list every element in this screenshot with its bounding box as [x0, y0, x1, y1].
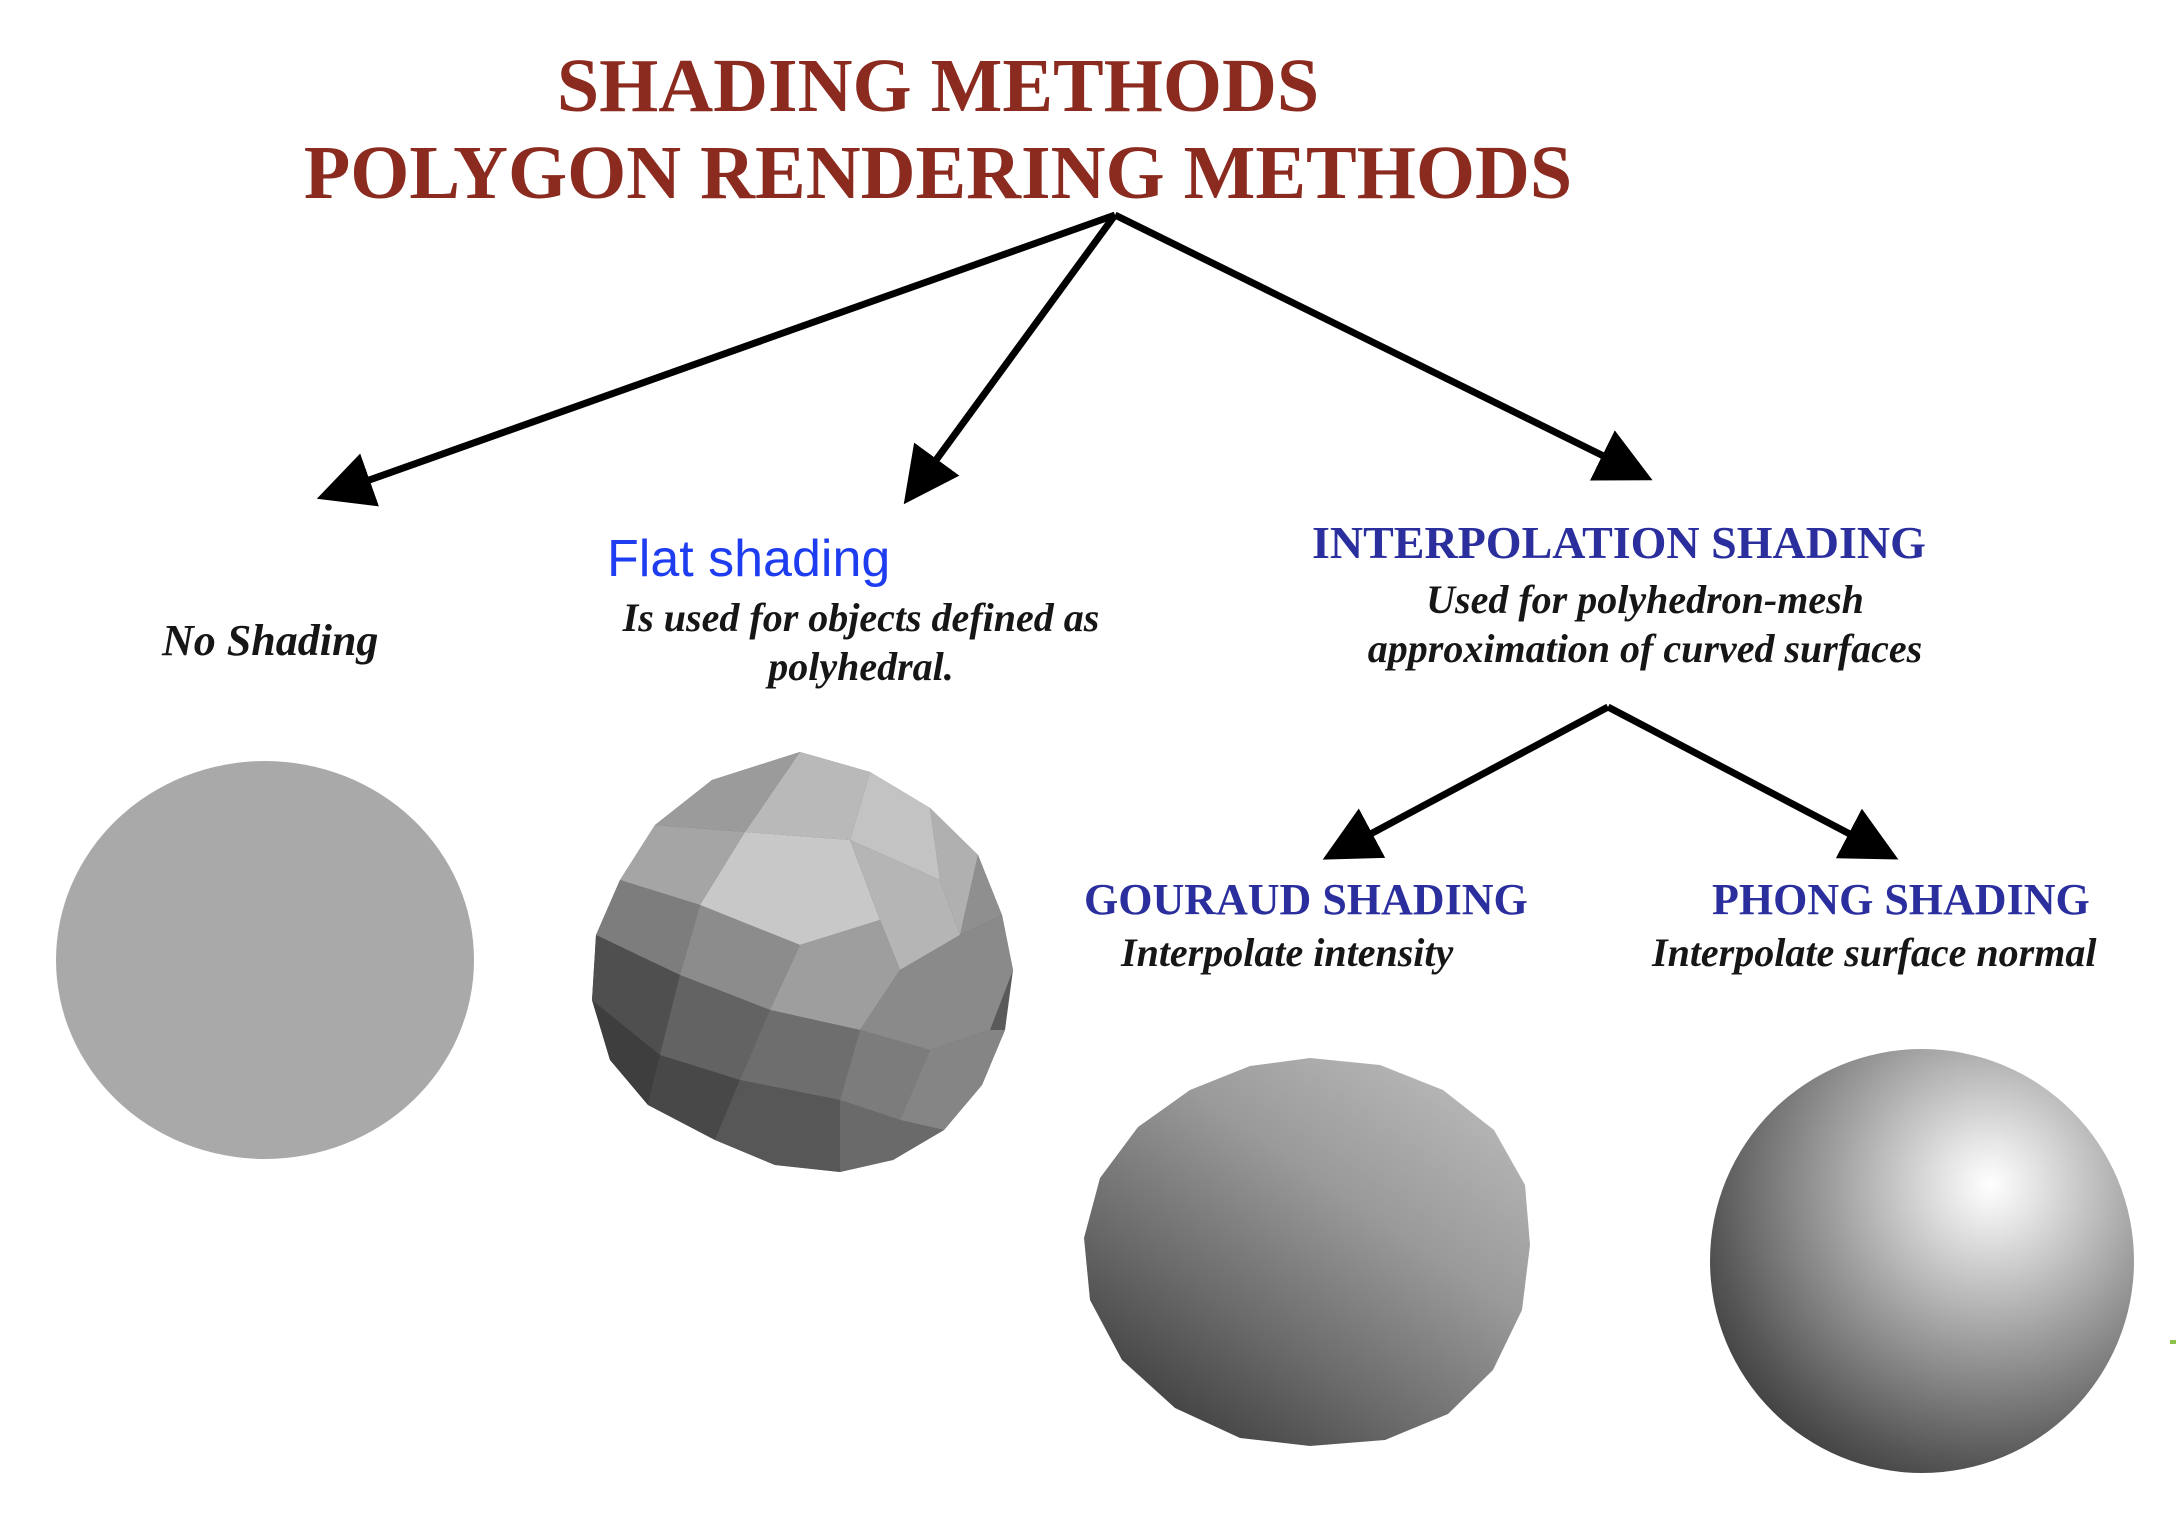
- arrow-to-flat-shading: [903, 212, 1118, 505]
- arrow-to-interpolation-shading: [1113, 211, 1653, 481]
- flat-shading-sphere: [592, 752, 1013, 1172]
- flat-shading-description-line2: polyhedral.: [768, 643, 954, 689]
- phong-shading-description: Interpolate surface normal: [1652, 930, 2097, 975]
- gouraud-shading-sphere: [1084, 1058, 1530, 1446]
- arrow-to-no-shading: [316, 211, 1117, 507]
- interpolation-description-line1: Used for polyhedron-mesh: [1426, 577, 1864, 622]
- page-title-line2: POLYGON RENDERING METHODS: [303, 131, 1573, 215]
- gouraud-shading-description: Interpolate intensity: [1121, 930, 1454, 975]
- interpolation-shading-description: Used for polyhedron-mesh approximation o…: [1335, 576, 1955, 674]
- flat-shading-label: Flat shading: [607, 530, 891, 588]
- interpolation-shading-label: INTERPOLATION SHADING: [1312, 517, 1926, 568]
- phong-shading-sphere: [1710, 1049, 2134, 1473]
- arrow-to-phong-shading: [1606, 703, 1899, 860]
- flat-shading-description-line1: Is used for objects defined as: [622, 595, 1100, 640]
- flat-shading-description: Is used for objects defined as polyhedra…: [596, 594, 1126, 692]
- no-shading-label: No Shading: [162, 616, 379, 665]
- interpolation-description-line2: approximation of curved surfaces: [1367, 625, 1923, 671]
- arrow-to-gouraud-shading: [1322, 703, 1610, 860]
- no-shading-sphere: [56, 761, 474, 1159]
- edge-marker: [2170, 1340, 2176, 1344]
- page-title-line1: SHADING METHODS: [556, 44, 1320, 128]
- phong-shading-label: PHONG SHADING: [1712, 875, 2090, 924]
- gouraud-shading-label: GOURAUD SHADING: [1084, 875, 1528, 924]
- tree-arrows: [316, 211, 1899, 860]
